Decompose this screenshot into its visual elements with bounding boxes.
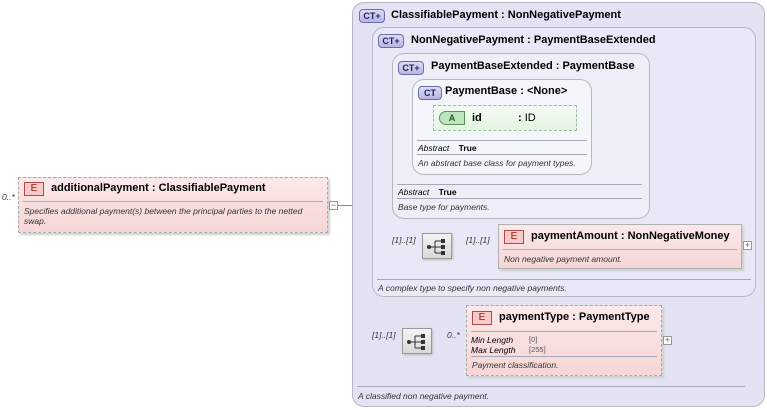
divider (23, 201, 323, 202)
divider (503, 249, 737, 250)
complex-type-description: A complex type to specify non negative p… (378, 283, 567, 293)
root-element-title: additionalPayment : ClassifiablePayment (51, 182, 266, 194)
divider (471, 356, 657, 357)
complex-type-title: PaymentBase : <None> (445, 85, 568, 97)
child-cardinality: [1]..[1] (466, 235, 490, 245)
root-element-additional-payment[interactable]: E additionalPayment : ClassifiablePaymen… (18, 177, 328, 233)
expand-toggle-payment-amount[interactable]: + (743, 240, 752, 250)
abstract-facet: Abstract True (418, 143, 477, 153)
sequence-cardinality: [1]..[1] (392, 235, 416, 245)
complex-type-icon: CT (378, 34, 404, 48)
element-title: paymentAmount : NonNegativeMoney (531, 230, 730, 242)
divider (397, 198, 642, 199)
divider (471, 331, 657, 332)
connector-root-to-ct (337, 205, 352, 206)
facet-max-length-value: [255] (529, 345, 546, 354)
divider (357, 386, 745, 387)
attribute-type: : ID (518, 112, 536, 124)
attribute-name: id (472, 112, 482, 124)
complex-type-description: An abstract base class for payment types… (418, 158, 576, 168)
sequence-cardinality: [1]..[1] (372, 330, 396, 340)
divider (377, 279, 751, 280)
element-badge: E (472, 311, 492, 325)
sequence-icon (407, 334, 425, 350)
element-badge: E (504, 230, 524, 244)
sequence-compositor[interactable] (422, 233, 452, 259)
facet-min-length: Min Length (471, 335, 514, 345)
divider (397, 184, 642, 185)
divider (417, 140, 587, 141)
root-element-type: ClassifiablePayment (158, 182, 266, 194)
expand-toggle-payment-type[interactable]: + (663, 335, 672, 345)
collapse-toggle-root[interactable]: − (329, 200, 338, 210)
root-cardinality: 0..* (2, 192, 15, 202)
element-description: Non negative payment amount. (504, 254, 623, 264)
sequence-icon (427, 239, 445, 255)
complex-type-icon: CT (359, 9, 385, 23)
attribute-badge: A (439, 111, 465, 125)
complex-type-icon: CT (418, 86, 442, 100)
child-cardinality: 0..* (447, 330, 460, 340)
facet-max-length: Max Length (471, 345, 516, 355)
complex-type-title: ClassifiablePayment : NonNegativePayment (391, 9, 621, 21)
element-title: paymentType : PaymentType (499, 311, 650, 323)
complex-type-description: A classified non negative payment. (358, 391, 490, 401)
complex-type-icon: CT (398, 61, 424, 75)
root-element-description: Specifies additional payment(s) between … (24, 206, 303, 226)
element-payment-amount[interactable]: E paymentAmount : NonNegativeMoney Non n… (498, 224, 742, 269)
divider (417, 154, 587, 155)
abstract-facet: Abstract True (398, 187, 457, 197)
element-description: Payment classification. (472, 360, 559, 370)
complex-type-title: NonNegativePayment : PaymentBaseExtended (411, 34, 656, 46)
sequence-compositor[interactable] (402, 328, 432, 354)
element-payment-type[interactable]: E paymentType : PaymentType Min Length [… (466, 305, 662, 376)
attribute-id[interactable]: A id : ID (433, 105, 577, 131)
complex-type-description: Base type for payments. (398, 202, 490, 212)
complex-type-payment-base[interactable]: CT PaymentBase : <None> A id : ID Abstra… (412, 79, 592, 175)
element-badge: E (24, 182, 44, 196)
facet-min-length-value: [0] (529, 335, 538, 344)
root-element-name: additionalPayment (51, 182, 149, 194)
complex-type-title: PaymentBaseExtended : PaymentBase (431, 60, 635, 72)
